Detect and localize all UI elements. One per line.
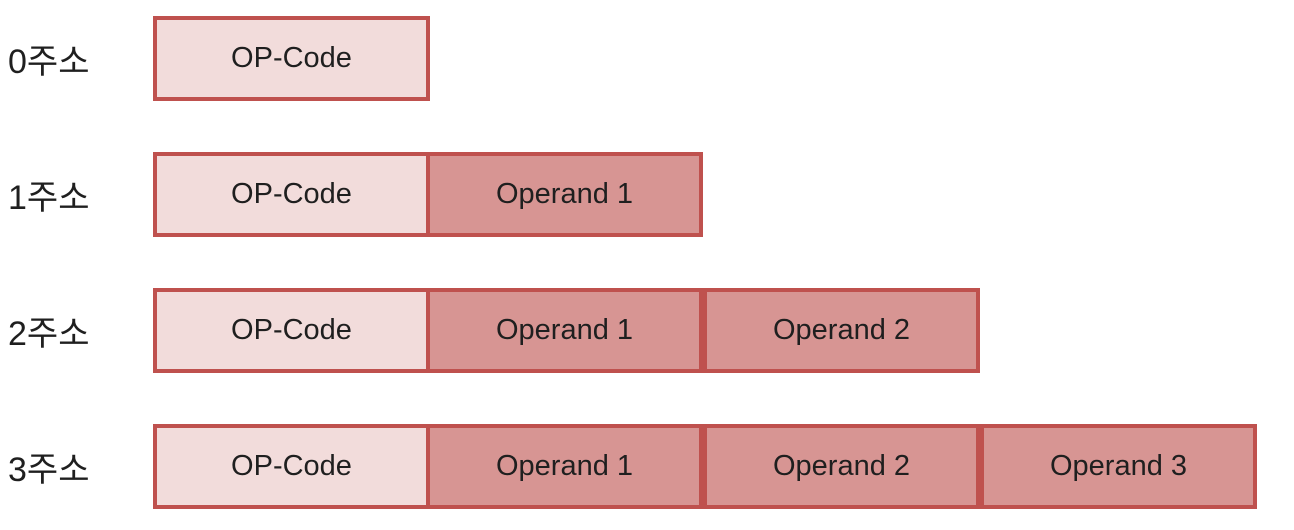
operand-1-box: Operand 1	[426, 152, 703, 237]
opcode-box-label: OP-Code	[231, 314, 352, 346]
opcode-box: OP-Code	[153, 16, 430, 101]
row-cells: OP-Code Operand 1 Operand 2 Operand 3	[153, 424, 1257, 509]
row-label-3-address: 3주소	[8, 451, 90, 489]
opcode-box-label: OP-Code	[231, 178, 352, 210]
format-row-0-address: 0주소 OP-Code	[0, 16, 1294, 101]
row-label-2-address: 2주소	[8, 315, 90, 353]
operand-2-box: Operand 2	[703, 424, 980, 509]
row-cells: OP-Code	[153, 16, 430, 101]
format-row-3-address: 3주소 OP-Code Operand 1 Operand 2 Operand …	[0, 424, 1294, 509]
row-cells: OP-Code Operand 1	[153, 152, 703, 237]
row-cells: OP-Code Operand 1 Operand 2	[153, 288, 980, 373]
format-row-1-address: 1주소 OP-Code Operand 1	[0, 152, 1294, 237]
opcode-box: OP-Code	[153, 152, 430, 237]
opcode-box: OP-Code	[153, 424, 430, 509]
operand-1-box-label: Operand 1	[495, 178, 634, 210]
operand-3-box: Operand 3	[980, 424, 1257, 509]
operand-1-box-label: Operand 1	[495, 314, 634, 346]
operand-2-box: Operand 2	[703, 288, 980, 373]
opcode-box: OP-Code	[153, 288, 430, 373]
opcode-box-label: OP-Code	[231, 42, 352, 74]
row-label-0-address: 0주소	[8, 43, 90, 81]
row-label-1-address: 1주소	[8, 179, 90, 217]
operand-2-box-label: Operand 2	[772, 450, 911, 482]
operand-2-box-label: Operand 2	[772, 314, 911, 346]
operand-1-box-label: Operand 1	[495, 450, 634, 482]
operand-3-box-label: Operand 3	[1049, 450, 1188, 482]
opcode-box-label: OP-Code	[231, 450, 352, 482]
format-row-2-address: 2주소 OP-Code Operand 1 Operand 2	[0, 288, 1294, 373]
operand-1-box: Operand 1	[426, 424, 703, 509]
operand-1-box: Operand 1	[426, 288, 703, 373]
